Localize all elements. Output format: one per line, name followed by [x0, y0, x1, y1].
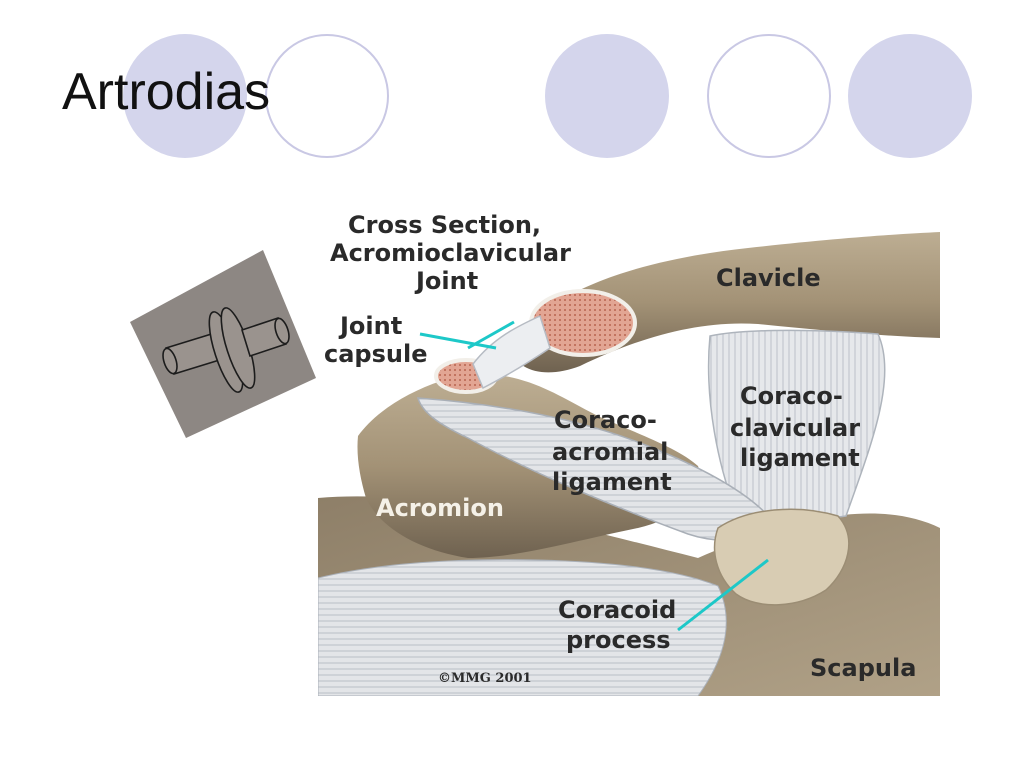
- decor-circle-outline-1: [265, 34, 389, 158]
- joint-capsule-leader-2: [467, 320, 515, 350]
- coracoid-process: [713, 508, 850, 606]
- coracoacromial-label-3: ligament: [552, 468, 672, 496]
- coracoid-label-1: Coracoid: [558, 596, 676, 624]
- coracoid-label-2: process: [566, 626, 671, 654]
- joint-capsule-label-2: capsule: [324, 340, 427, 368]
- coracoacromial-label-1: Coraco-: [554, 406, 657, 434]
- coracoclavicular-label-2: clavicular: [730, 414, 860, 442]
- coracoid-leader: [677, 558, 769, 632]
- diagram-heading-line-1: Cross Section,: [348, 211, 541, 239]
- decor-circle-filled-2: [545, 34, 669, 158]
- scapula-label: Scapula: [810, 654, 916, 682]
- ac-joint-illustration: Cross Section, Acromioclavicular Joint C…: [318, 198, 940, 696]
- plane-joint-schematic: [118, 240, 318, 450]
- decor-circle-filled-1: [123, 34, 247, 158]
- coracoclavicular-label-3: ligament: [740, 444, 860, 472]
- diagram-heading-line-2: Acromioclavicular: [330, 239, 571, 267]
- coracoclavicular-ligament: [707, 329, 886, 520]
- coracoclavicular-label-1: Coraco-: [740, 382, 843, 410]
- joint-capsule: [472, 314, 551, 390]
- slide-title: Artrodias: [62, 63, 271, 121]
- copyright-label: ©MMG 2001: [438, 671, 532, 686]
- decor-circle-outline-2: [707, 34, 831, 158]
- decor-circle-filled-3: [848, 34, 972, 158]
- diagram-heading-line-3: Joint: [414, 267, 478, 295]
- joint-capsule-leader: [419, 332, 497, 350]
- lower-ligament-mass: [318, 559, 727, 696]
- clavicle-label: Clavicle: [716, 264, 821, 292]
- coracoacromial-label-2: acromial: [552, 438, 668, 466]
- acromion-label: Acromion: [376, 494, 504, 522]
- joint-capsule-label-1: Joint: [338, 312, 402, 340]
